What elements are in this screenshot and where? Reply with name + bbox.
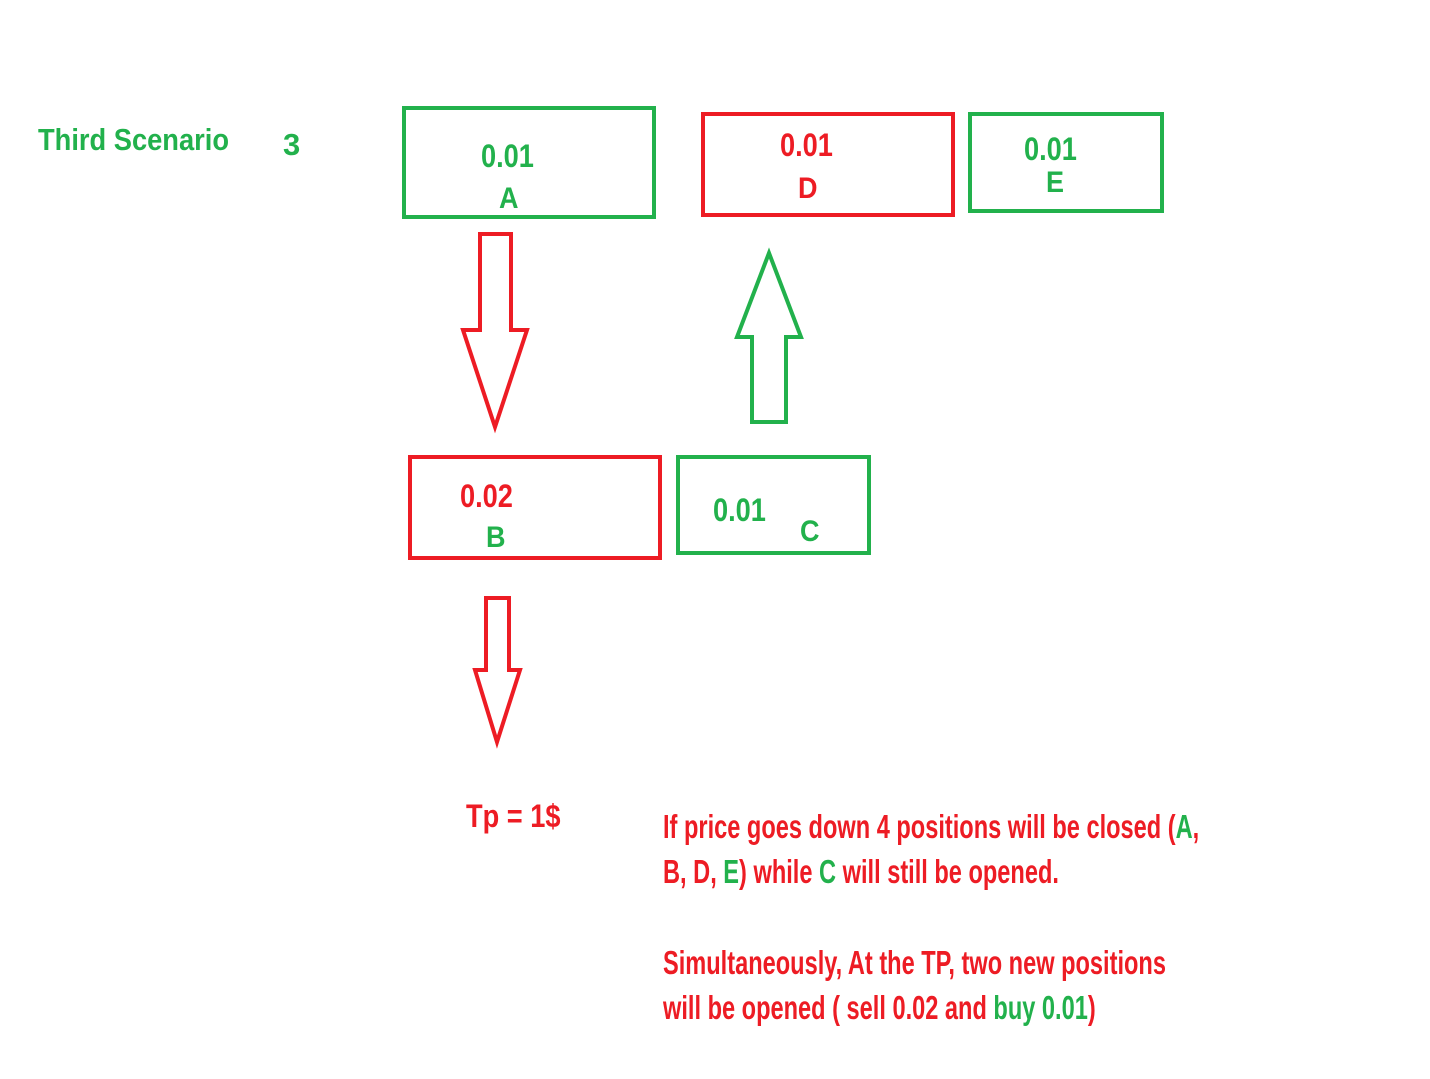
note-text: ) [1087,989,1096,1026]
position-box-d [701,112,955,217]
down-arrow-icon [460,232,530,434]
note-line-3: Simultaneously, At the TP, two new posit… [663,944,1166,981]
note-line-1: If price goes down 4 positions will be c… [663,808,1199,846]
note-line-2: B, D, E) while C will still be opened. [663,853,1059,891]
note-text: will be opened ( sell 0.02 and [663,989,994,1026]
scenario-number: 3 [283,127,301,162]
position-box-b [408,455,662,560]
note-text: will still be opened. [836,853,1059,890]
position-box-e [968,112,1164,213]
position-c-lot: 0.01 [713,492,766,528]
position-e-label: E [1046,166,1065,199]
position-box-a [402,106,656,219]
note-highlight: E [723,853,740,890]
note-text: ) while [739,853,820,890]
position-d-label: D [798,172,818,205]
position-a-label: A [499,182,519,215]
position-b-label: B [486,521,506,554]
scenario-title: Third Scenario [38,122,230,157]
note-text: B, D, [663,853,724,890]
note-line-4: will be opened ( sell 0.02 and buy 0.01) [663,989,1096,1027]
position-c-label: C [800,515,820,548]
tp-label: Tp = 1$ [466,798,561,834]
position-e-lot: 0.01 [1024,131,1077,167]
position-d-lot: 0.01 [780,127,833,163]
up-arrow-icon [734,247,804,424]
down-arrow-tp-icon [472,596,523,749]
note-highlight: C [819,853,837,890]
position-box-c [676,455,871,555]
note-text: If price goes down 4 positions will be c… [663,808,1176,845]
note-highlight: buy 0.01 [993,989,1088,1026]
note-text: , [1192,808,1200,845]
note-highlight: A [1175,808,1193,845]
position-a-lot: 0.01 [481,138,534,174]
position-b-lot: 0.02 [460,478,513,514]
